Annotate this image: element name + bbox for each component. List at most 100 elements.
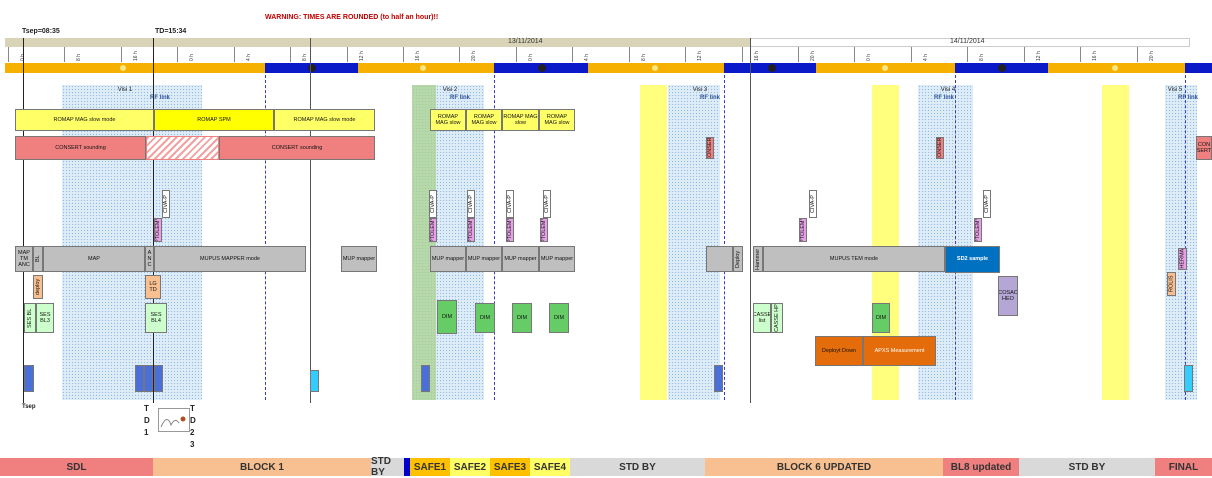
rolis-block[interactable]: ROLIS [1167,272,1176,296]
romap-small[interactable]: ROMAP MAG slow [466,109,502,131]
hour-tick [685,47,686,62]
consert-a[interactable]: CONSERT sounding [15,136,146,160]
consert-short-3[interactable]: CON SERT [1196,136,1212,160]
block-safe2: SAFE2 [450,458,490,476]
consert-short-1[interactable]: CONSERT [706,137,714,159]
ptolemy-block[interactable]: PTOLEMY [154,218,162,242]
dim-block[interactable]: DIM [549,303,569,333]
safe-column [640,85,667,400]
block-final: FINAL [1155,458,1212,476]
block-safe4: SAFE4 [530,458,570,476]
mupus-hammer[interactable]: Hammer [753,246,763,272]
visi3-title: Visi 3 [680,87,720,93]
consert-short-2[interactable]: CONSERT [936,137,944,159]
mupus-anc[interactable]: A N C [145,246,154,272]
lg-td[interactable]: LG TD [145,275,161,299]
mupus-deploy[interactable]: Deploy [733,246,743,272]
mupus-thermal[interactable]: THERMAL [1178,248,1187,270]
block-bl8: BL8 updated [943,458,1019,476]
block-1: BLOCK 1 [153,458,371,476]
mupus-bl[interactable]: BL [33,246,43,272]
mupus-map-tm[interactable]: MAP TM ANC [15,246,33,272]
apxs-deploy[interactable]: Deployt Down [815,336,863,366]
cosac-heo[interactable]: COSAC HEO [998,276,1018,316]
visi4-title: Visi 4 [928,87,968,93]
civa-block[interactable]: CIVA-P [983,190,991,218]
romap-small[interactable]: ROMAP MAG slow [430,109,466,131]
dim-block[interactable]: DIM [475,303,495,333]
consert-hatch [146,136,219,160]
hour-tick-label: 16 h [133,47,139,61]
hour-tick [290,47,291,62]
block-label: FINAL [1169,462,1198,473]
ptolemy-block[interactable]: PTOLEMY [799,218,807,242]
warning-text: WARNING: TIMES ARE ROUNDED (to half an h… [265,14,438,21]
hour-tick [234,47,235,62]
consert-b[interactable]: CONSERT sounding [219,136,375,160]
ptolemy-block[interactable]: PTOLEMY [467,218,475,242]
romap-slow-1[interactable]: ROMAP MAG slow mode [15,109,154,131]
hour-tick-label: 20 h [810,47,816,61]
civa-block[interactable]: CIVA-P [506,190,514,218]
romap-small[interactable]: ROMAP MAG slow [539,109,575,131]
civa-block[interactable]: CIVA-P [543,190,551,218]
hour-tick-label: 0 h [189,47,195,61]
ptolemy-block[interactable]: PTOLEMY [540,218,548,242]
mup-mapper[interactable]: MUP mapper [430,246,466,272]
date-label-2: 14/11/2014 [950,38,985,45]
dash-line [1185,75,1186,400]
td23-label: T D 2 3 [190,403,198,451]
casse-hp[interactable]: CASSE HP [771,303,783,333]
small-blue-block [421,365,430,392]
small-cyan-block [310,370,319,392]
civa-block[interactable]: CIVA-P [809,190,817,218]
block-label: BL8 updated [951,462,1012,473]
hour-tick [1024,47,1025,62]
ptolemy-block[interactable]: PTOLEMY [429,218,437,242]
mup-mapper[interactable]: MUP mapper [539,246,575,272]
hour-tick-label: 4 h [246,47,252,61]
civa-block[interactable]: CIVA-P [429,190,437,218]
mupus-mapper[interactable]: MUPUS MAPPER mode [154,246,306,272]
dim-block[interactable]: DIM [512,303,532,333]
td-label: TD=15:34 [155,28,186,35]
casse-list[interactable]: CASSE list [753,303,771,333]
ses-bl[interactable]: SES BL [24,303,36,333]
moon-icon [998,64,1006,72]
dim-block[interactable]: DIM [872,303,890,333]
hour-tick [177,47,178,62]
mup-mapper[interactable]: MUP mapper [466,246,502,272]
mup-mapper[interactable]: MUP mapper [502,246,539,272]
deploy-block[interactable]: deploy [33,275,43,299]
hour-tick-label: 4 h [923,47,929,61]
visi1-title: Visi 1 [100,87,150,93]
hour-tick-label: 16 h [754,47,760,61]
date-bar-1 [5,38,750,47]
ses-bl4[interactable]: SES BL4 [145,303,167,333]
ptolemy-block[interactable]: PTOLEMY [506,218,514,242]
visi4-rf: RF link [924,95,964,101]
block-label: BLOCK 1 [240,462,284,473]
romap-small[interactable]: ROMAP MAG slow [502,109,539,131]
small-blue-block [135,365,144,392]
mupus-tem[interactable]: MUPUS TEM mode [763,246,945,272]
civa-block[interactable]: CIVA-P [162,190,170,218]
ptolemy-block[interactable]: PTOLEMY [974,218,982,242]
civa-block[interactable]: CIVA-P [467,190,475,218]
dim-block[interactable]: DIM [437,300,457,334]
apxs-measurement[interactable]: APXS Measurement [863,336,936,366]
mupus-map[interactable]: MAP [43,246,145,272]
block-label: SAFE1 [414,462,446,473]
ses-bl3[interactable]: SES BL3 [36,303,54,333]
sun-icon [1112,65,1118,71]
visi2-rf: RF link [440,95,480,101]
romap-slow-2[interactable]: ROMAP MAG slow mode [274,109,375,131]
hour-tick-label: 12 h [1036,47,1042,61]
mup-mapper[interactable]: MUP mapper [341,246,377,272]
hour-tick [516,47,517,62]
sd2-sample[interactable]: SD2 sample [945,246,1000,273]
block-6-updated: BLOCK 6 UPDATED [705,458,943,476]
small-blue-block [714,365,723,392]
romap-spm[interactable]: ROMAP SPM [154,109,274,131]
rf-region-visi5 [1165,85,1197,400]
